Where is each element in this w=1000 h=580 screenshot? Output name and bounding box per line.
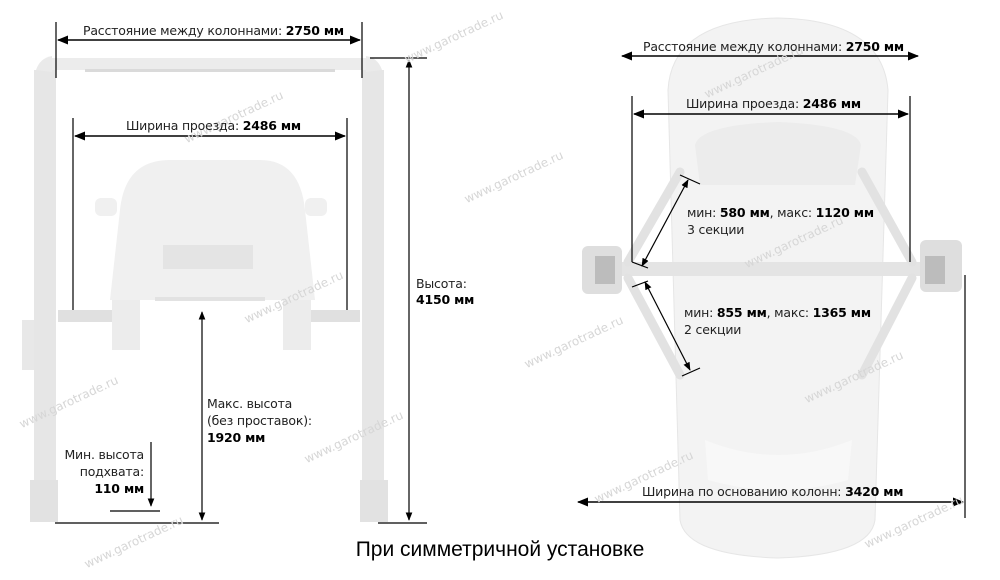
front-view-lift <box>22 56 388 522</box>
front-view-dimensions <box>55 22 427 524</box>
arm-2-section-label: мин: 855 мм, макс: 1365 мм 2 секции <box>684 305 871 337</box>
arm-3-section-label: мин: 580 мм, макс: 1120 мм 3 секции <box>687 205 874 237</box>
base-width-label: Ширина по основанию колонн: 3420 мм <box>642 484 904 499</box>
front-min-height-label: Мин. высота подхвата: 110 мм <box>64 447 144 496</box>
front-height-label: Высота: 4150 мм <box>416 276 475 307</box>
diagram-caption: При симметричной установке <box>355 538 645 561</box>
front-drive-width-label: Ширина проезда: 2486 мм <box>126 118 301 133</box>
front-column-distance-label: Расстояние между колоннами: 2750 мм <box>83 23 344 38</box>
top-drive-width-label: Ширина проезда: 2486 мм <box>686 96 861 111</box>
top-column-distance-label: Расстояние между колоннами: 2750 мм <box>643 39 904 54</box>
front-max-height-label: Макс. высота (без проставок): 1920 мм <box>207 396 312 445</box>
top-view-lift <box>582 17 962 559</box>
top-view-dimensions <box>576 51 966 518</box>
